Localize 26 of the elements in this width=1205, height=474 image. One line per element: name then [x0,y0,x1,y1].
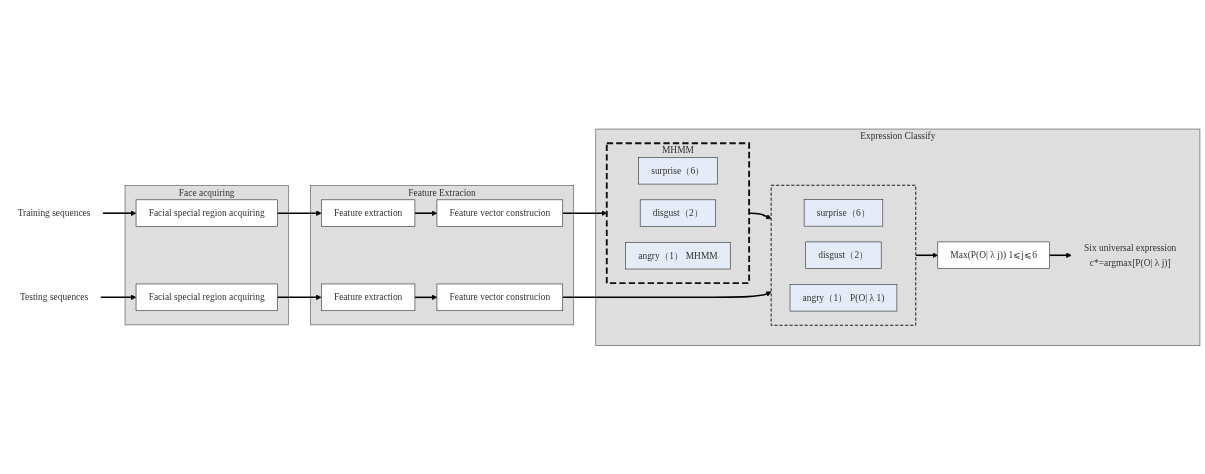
node-box: Facial special region acquiring [135,283,278,311]
node-box: Max(P(O| λ j)) 1⩽j⩽6 [937,241,1050,269]
arrow [276,210,322,216]
node-box: Feature vector construcion [436,283,564,311]
node-box: surprise（6） [638,156,718,185]
cluster [770,184,917,326]
node-box: Feature extraction [321,283,416,311]
node-box: Facial special region acquiring [135,199,278,227]
node-box: disgust（2） [805,241,882,269]
arrow [561,291,772,298]
arrow [414,210,438,216]
arrow [414,294,438,300]
arrow [1048,252,1072,258]
node-box: Feature extraction [321,199,416,227]
node-box: Feature vector construcion [436,199,564,227]
node-text: Training sequences [17,207,91,218]
node-box: disgust（2） [639,199,717,227]
arrow [914,252,939,258]
node-text: Testing sequences [19,291,89,302]
node-box: angry（1） MHMM [625,241,731,269]
node-box: angry（1） P(O| λ 1) [789,283,898,312]
node-text: Six universal expression c*=argmax[P(O| λ j)] [1084,242,1177,267]
arrow [276,294,322,300]
node-box: surprise（6） [803,198,884,227]
arrow [102,210,137,216]
arrow [100,294,137,300]
